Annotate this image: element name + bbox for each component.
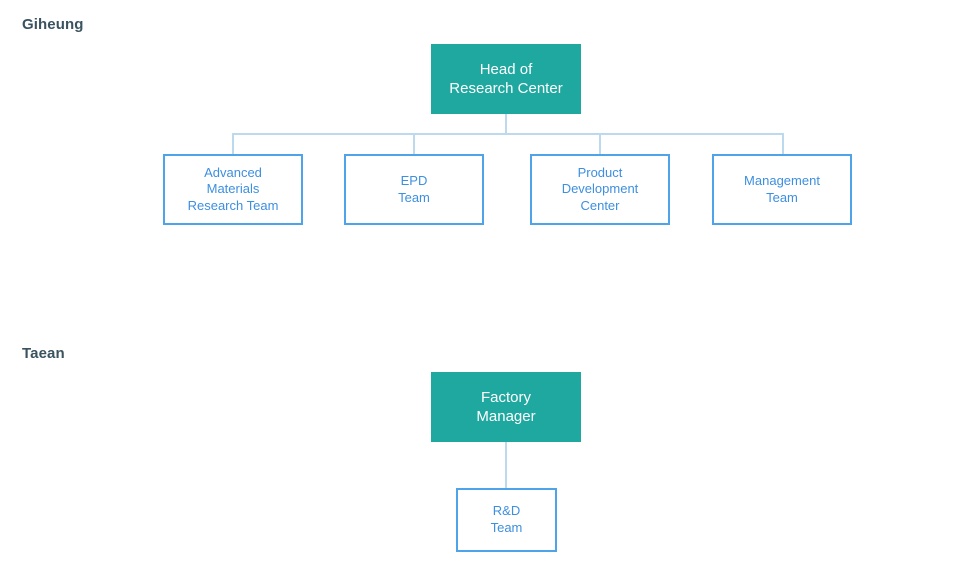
node-label: Head of Research Center <box>449 60 563 97</box>
node-label: Management Team <box>744 172 820 205</box>
node-label: Factory Manager <box>476 388 536 425</box>
node-rd-team[interactable]: R&D Team <box>456 488 557 552</box>
connector-drop-4 <box>782 133 784 154</box>
node-factory-manager[interactable]: Factory Manager <box>431 372 581 442</box>
connector-factory-to-rd <box>505 442 507 488</box>
node-label: Advanced Materials Research Team <box>187 164 279 213</box>
node-label: Product Development Center <box>561 164 639 213</box>
node-epd-team[interactable]: EPD Team <box>344 154 484 225</box>
node-label: R&D Team <box>490 503 523 535</box>
connector-drop-1 <box>232 133 234 154</box>
connector-root-stem <box>505 114 507 135</box>
node-advanced-materials-research-team[interactable]: Advanced Materials Research Team <box>163 154 303 225</box>
connector-horizontal-bus <box>232 133 784 135</box>
node-product-development-center[interactable]: Product Development Center <box>530 154 670 225</box>
connector-drop-2 <box>413 133 415 154</box>
connector-drop-3 <box>599 133 601 154</box>
section-title-taean: Taean <box>22 345 65 362</box>
node-head-of-research-center[interactable]: Head of Research Center <box>431 44 581 114</box>
node-management-team[interactable]: Management Team <box>712 154 852 225</box>
section-title-giheung: Giheung <box>22 16 84 33</box>
node-label: EPD Team <box>398 172 430 205</box>
